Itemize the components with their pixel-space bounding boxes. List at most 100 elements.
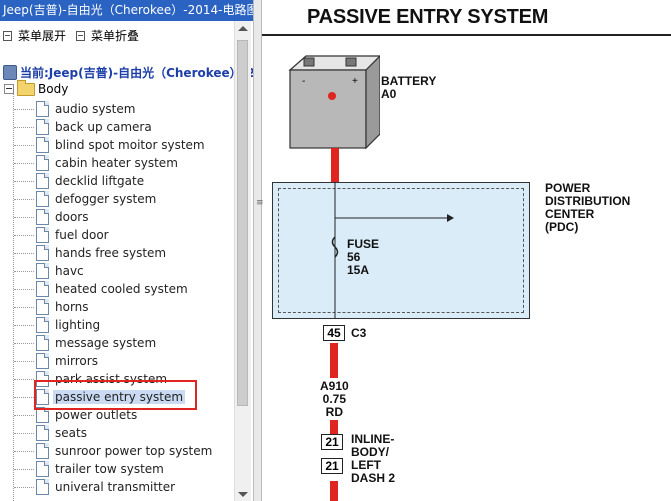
tree-item[interactable]: audio system [36,100,137,118]
tree-item-label: park assist system [55,372,168,386]
tree-connector-line [13,94,15,501]
tree-item[interactable]: message system [36,334,158,352]
tree-item-label: mirrors [55,354,98,368]
tree-connector-line [14,415,34,417]
document-icon [36,353,49,369]
c3-pin-box: 45 [323,325,345,341]
inline-connector-label: INLINE- BODY/ LEFT DASH 2 [351,432,396,485]
document-icon [36,209,49,225]
document-icon [36,443,49,459]
fuse-label: FUSE 56 15A [347,237,380,277]
tree-item[interactable]: mirrors [36,352,100,370]
splitter-grip-icon: ≡ [256,198,264,208]
document-icon [36,317,49,333]
scroll-up-arrow-icon[interactable] [238,26,248,31]
document-icon [36,227,49,243]
document-icon [36,191,49,207]
document-icon [36,389,49,405]
tree-item-label: trailer tow system [55,462,164,476]
tree-item-label: audio system [55,102,136,116]
tree-folder-body[interactable]: Body [4,79,69,96]
tree-item[interactable]: defogger system [36,190,158,208]
expand-menu-button[interactable]: 菜单展开 [3,27,66,44]
nav-scrollbar[interactable] [234,21,251,501]
document-icon [36,137,49,153]
tree-item[interactable]: passive entry system [36,388,186,406]
tree-item[interactable]: univeral transmitter [36,478,177,496]
tree-connector-line [14,253,34,255]
tree-item[interactable]: fuel door [36,226,111,244]
tree-item[interactable]: trailer tow system [36,460,166,478]
wire-spec-label: A910 0.75 RD [320,379,349,419]
collapse-menu-label: 菜单折叠 [91,29,140,43]
tree-item[interactable]: horns [36,298,91,316]
tree-item[interactable]: seats [36,424,89,442]
expand-icon [3,30,12,41]
tree-item-label: heated cooled system [55,282,188,296]
tree-item[interactable]: back up camera [36,118,154,136]
tree-connector-line [14,307,34,309]
tree-item-label: lighting [55,318,101,332]
tree-connector-line [14,127,34,129]
battery-icon: - + [288,55,380,150]
inline-pin-box-1: 21 [321,434,343,450]
collapse-menu-button[interactable]: 菜单折叠 [76,27,139,44]
tree-item-label: passive entry system [53,390,186,404]
tree-connector-line [14,361,34,363]
pane-splitter[interactable]: ≡ [253,0,264,501]
tree-item[interactable]: hands free system [36,244,168,262]
document-icon [36,173,49,189]
document-icon [36,101,49,117]
tree-current-node[interactable]: 当前:Jeep(吉普)-自由光（Cherokee）-20 [3,64,253,81]
tree-item[interactable]: doors [36,208,91,226]
tree-connector-line [14,109,34,111]
tree-connector-line [14,235,34,237]
tree-item-label: havc [55,264,84,278]
document-icon [36,425,49,441]
document-icon [36,335,49,351]
tree-item[interactable]: decklid liftgate [36,172,146,190]
tree-folder-label: Body [38,82,69,96]
tree-item-label: blind spot moitor system [55,138,205,152]
tree-item[interactable]: blind spot moitor system [36,136,207,154]
folder-open-icon [17,79,35,96]
tree-item-label: back up camera [55,120,152,134]
tree-connector-line [14,289,34,291]
tree-item[interactable]: heated cooled system [36,280,190,298]
tree-item[interactable]: power outlets [36,406,139,424]
tree-item[interactable]: havc [36,262,86,280]
tree-item-label: power outlets [55,408,138,422]
tree-connector-line [14,199,34,201]
tree-connector-line [14,271,34,273]
scrollbar-thumb[interactable] [237,40,248,406]
pdc-box [272,182,530,319]
pdc-inner-outline [278,188,524,313]
document-icon [36,461,49,477]
tree-item-label: defogger system [55,192,157,206]
selection-highlight-annotation [34,380,197,410]
scroll-down-arrow-icon[interactable] [238,492,248,497]
tree-connector-line [14,181,34,183]
tree-item-label: hands free system [55,246,167,260]
tree-item[interactable]: park assist system [36,370,169,388]
document-icon [36,281,49,297]
tree-item-label: horns [55,300,89,314]
tree-connector-line [14,379,34,381]
tree-connector-line [14,469,34,471]
tree-item[interactable]: lighting [36,316,102,334]
diagram-title: PASSIVE ENTRY SYSTEM [307,6,549,28]
computer-icon [3,65,17,80]
document-icon [36,299,49,315]
tree-connector-line [14,163,34,165]
document-icon [36,155,49,171]
nav-toolbar: 菜单展开 菜单折叠 [0,24,253,46]
tree-item-label: doors [55,210,89,224]
wire-a910-bottom [330,481,338,501]
tree-connector-line [14,451,34,453]
tree-item[interactable]: sunroor power top system [36,442,214,460]
collapse-toggle-icon[interactable] [4,84,14,94]
tree-item-label: sunroor power top system [55,444,213,458]
tree-connector-line [14,145,34,147]
tree-item[interactable]: cabin heater system [36,154,180,172]
wire-a910-upper [330,343,338,378]
